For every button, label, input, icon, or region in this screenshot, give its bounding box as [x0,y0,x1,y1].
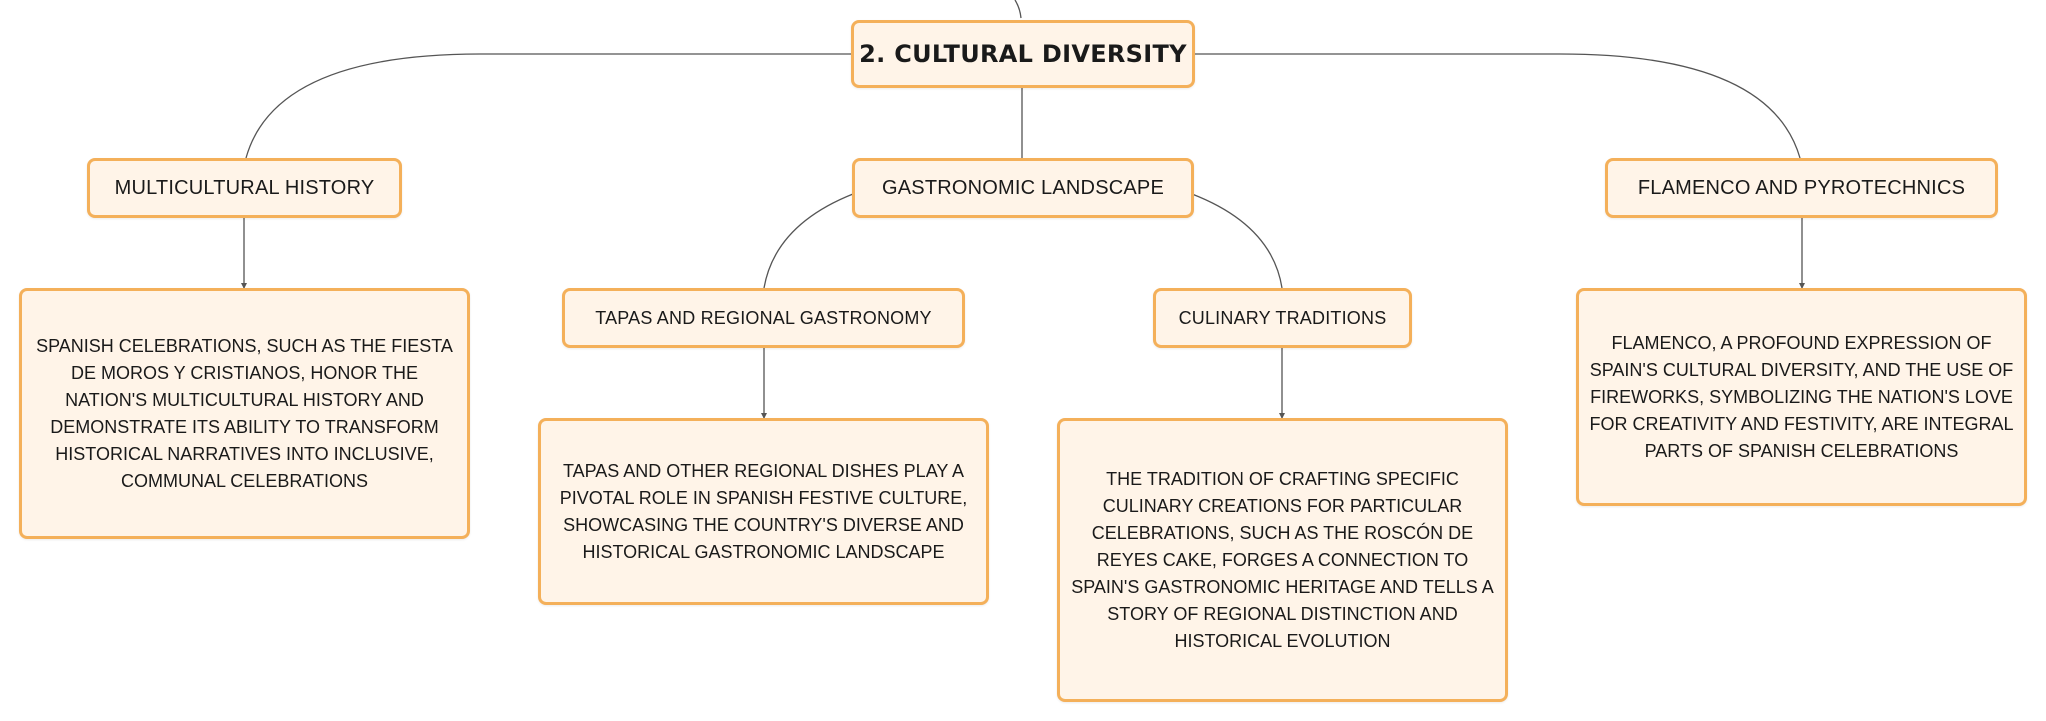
connector-gastronomic-to-tapas [763,193,854,289]
connector-root-to-multicultural-history [245,53,851,159]
root-node[interactable]: 2. CULTURAL DIVERSITY [851,20,1195,88]
arrowhead [1279,413,1285,419]
detail-text: THE TRADITION OF CRAFTING SPECIFIC CULIN… [1071,468,1494,651]
subtopic-culinary-traditions[interactable]: CULINARY TRADITIONS [1153,288,1412,348]
topic-label: FLAMENCO AND PYROTECHNICS [1637,176,1966,199]
root-node-label: 2. CULTURAL DIVERSITY [859,40,1187,68]
detail-multicultural-history[interactable]: SPANISH CELEBRATIONS, SUCH AS THE FIESTA… [19,288,470,539]
topic-label: MULTICULTURAL HISTORY [114,176,375,199]
detail-text: TAPAS AND OTHER REGIONAL DISHES PLAY A P… [559,460,968,562]
detail-text: FLAMENCO, A PROFOUND EXPRESSION OF SPAIN… [1589,332,2014,461]
detail-tapas-and-regional-gastronomy[interactable]: TAPAS AND OTHER REGIONAL DISHES PLAY A P… [538,418,989,605]
connector-root-to-flamenco [1195,53,1801,159]
subtopic-label: TAPAS AND REGIONAL GASTRONOMY [595,307,932,328]
arrowhead [241,283,247,289]
connector-gastronomic-to-culinary [1191,193,1283,289]
detail-text: SPANISH CELEBRATIONS, SUCH AS THE FIESTA… [36,335,453,491]
topic-multicultural-history[interactable]: MULTICULTURAL HISTORY [87,158,402,218]
connector-parent-to-root [1014,0,1022,19]
detail-flamenco-and-pyrotechnics[interactable]: FLAMENCO, A PROFOUND EXPRESSION OF SPAIN… [1576,288,2027,506]
subtopic-label: CULINARY TRADITIONS [1178,307,1387,328]
topic-gastronomic-landscape[interactable]: GASTRONOMIC LANDSCAPE [852,158,1194,218]
subtopic-tapas-and-regional-gastronomy[interactable]: TAPAS AND REGIONAL GASTRONOMY [562,288,965,348]
arrowhead [1799,283,1805,289]
arrowhead [761,413,767,419]
topic-flamenco-and-pyrotechnics[interactable]: FLAMENCO AND PYROTECHNICS [1605,158,1998,218]
detail-culinary-traditions[interactable]: THE TRADITION OF CRAFTING SPECIFIC CULIN… [1057,418,1508,702]
topic-label: GASTRONOMIC LANDSCAPE [881,176,1165,199]
